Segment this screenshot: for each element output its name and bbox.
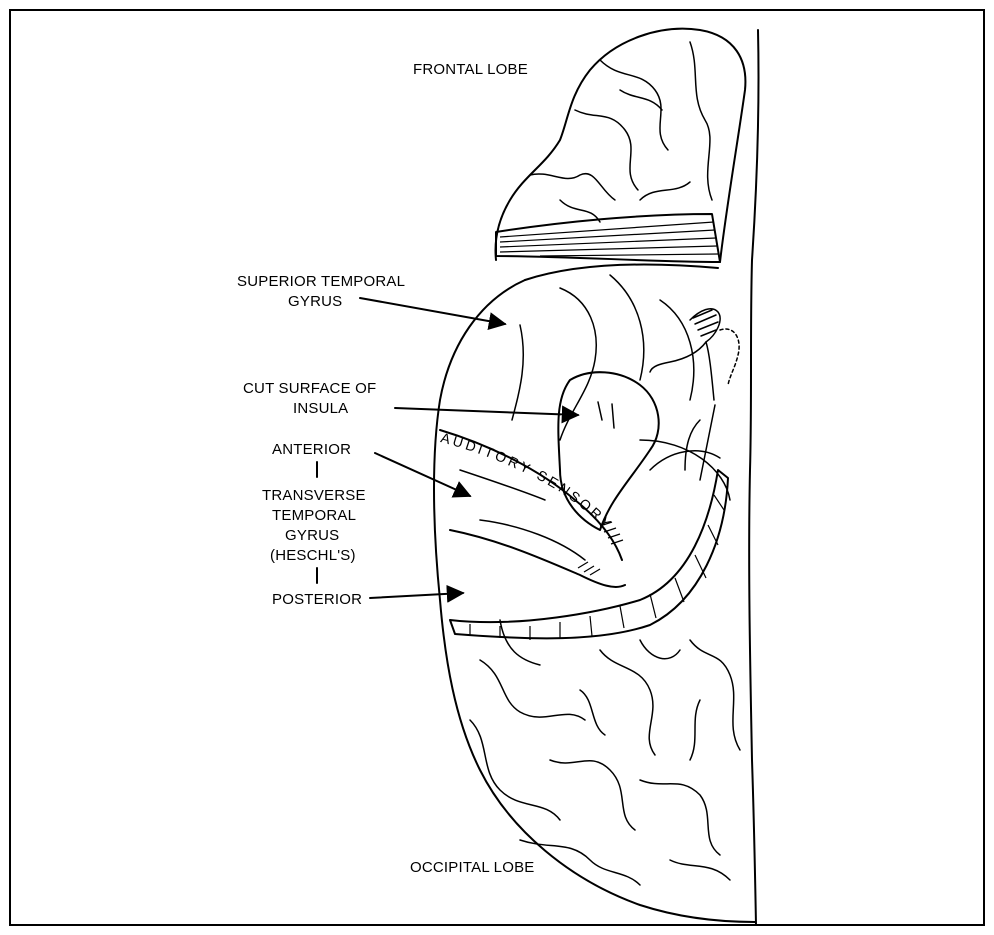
label-occipital-lobe: OCCIPITAL LOBE <box>410 859 535 876</box>
arrow-anterior <box>375 453 470 496</box>
hemisphere-outline <box>434 280 755 922</box>
insula-cut-surface <box>558 372 658 530</box>
arrow-cut-surface-insula <box>395 408 578 415</box>
auditory-sensory-textpath: AUDITORY SENSORY <box>439 429 616 533</box>
white-matter-band <box>450 470 728 638</box>
label-cut-surface-line1: CUT SURFACE OF <box>243 380 376 397</box>
label-transverse-line1: TRANSVERSE <box>262 487 366 504</box>
label-superior-temporal-line1: SUPERIOR TEMPORAL <box>237 273 405 290</box>
label-anterior: ANTERIOR <box>272 441 351 458</box>
label-frontal-lobe: FRONTAL LOBE <box>413 61 528 78</box>
label-superior-temporal-line2: GYRUS <box>288 293 342 310</box>
label-posterior: POSTERIOR <box>272 591 362 608</box>
arrow-posterior <box>370 593 463 598</box>
label-cut-surface-line2: INSULA <box>293 400 348 417</box>
label-transverse-line4: (HESCHL'S) <box>270 547 356 564</box>
label-transverse-line3: GYRUS <box>285 527 339 544</box>
label-transverse-line2: TEMPORAL <box>272 507 356 524</box>
heschl-lower-boundary <box>450 530 625 587</box>
midline <box>749 30 758 925</box>
frontal-gyri <box>530 42 712 222</box>
temporal-cut-edge <box>525 264 718 280</box>
occipital-gyri <box>470 620 740 885</box>
label-auditory-sensory-curved: AUDITORY SENSORY <box>439 429 616 533</box>
insula-marks <box>598 402 614 428</box>
